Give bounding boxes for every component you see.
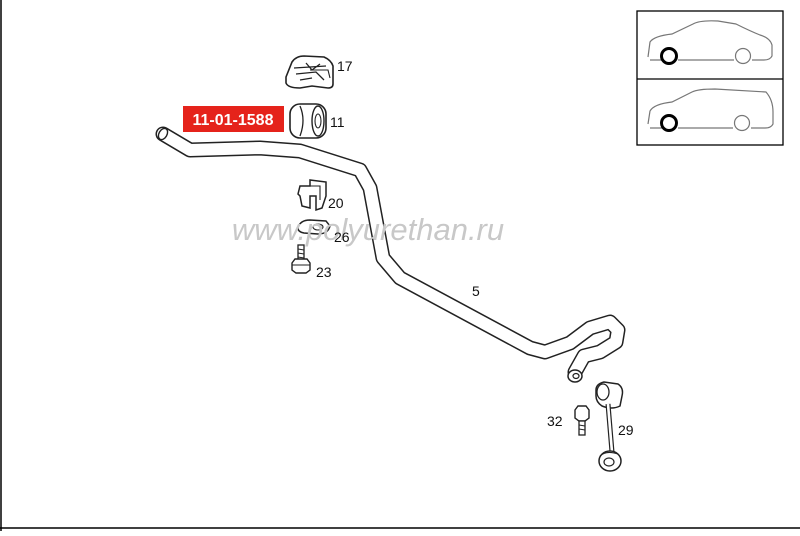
part-code-badge[interactable]: 11-01-1588	[183, 106, 284, 132]
callout-11: 11	[330, 114, 345, 130]
callout-32: 32	[547, 413, 563, 429]
callout-23: 23	[316, 264, 332, 280]
stabilizer-bar[interactable]	[155, 126, 626, 383]
washer-part-26[interactable]	[297, 219, 331, 235]
wagon-front-axle-icon[interactable]	[647, 88, 774, 132]
bushing-part-11[interactable]	[289, 103, 327, 139]
bracket-part-17[interactable]	[285, 55, 334, 89]
callout-5: 5	[472, 283, 480, 299]
watermark-text: www.polyurethan.ru	[232, 212, 504, 247]
part-code-text: 11-01-1588	[193, 112, 274, 129]
bolt-part-23[interactable]	[291, 244, 311, 274]
clamp-part-20[interactable]	[297, 179, 327, 212]
callout-26: 26	[334, 229, 350, 245]
callout-29: 29	[618, 422, 634, 438]
link-part-29[interactable]	[595, 381, 624, 472]
callout-17: 17	[337, 58, 353, 74]
bolt-part-32[interactable]	[574, 405, 590, 436]
callout-20: 20	[328, 195, 344, 211]
sedan-front-axle-icon[interactable]	[647, 20, 773, 65]
vehicle-panel	[636, 10, 784, 146]
